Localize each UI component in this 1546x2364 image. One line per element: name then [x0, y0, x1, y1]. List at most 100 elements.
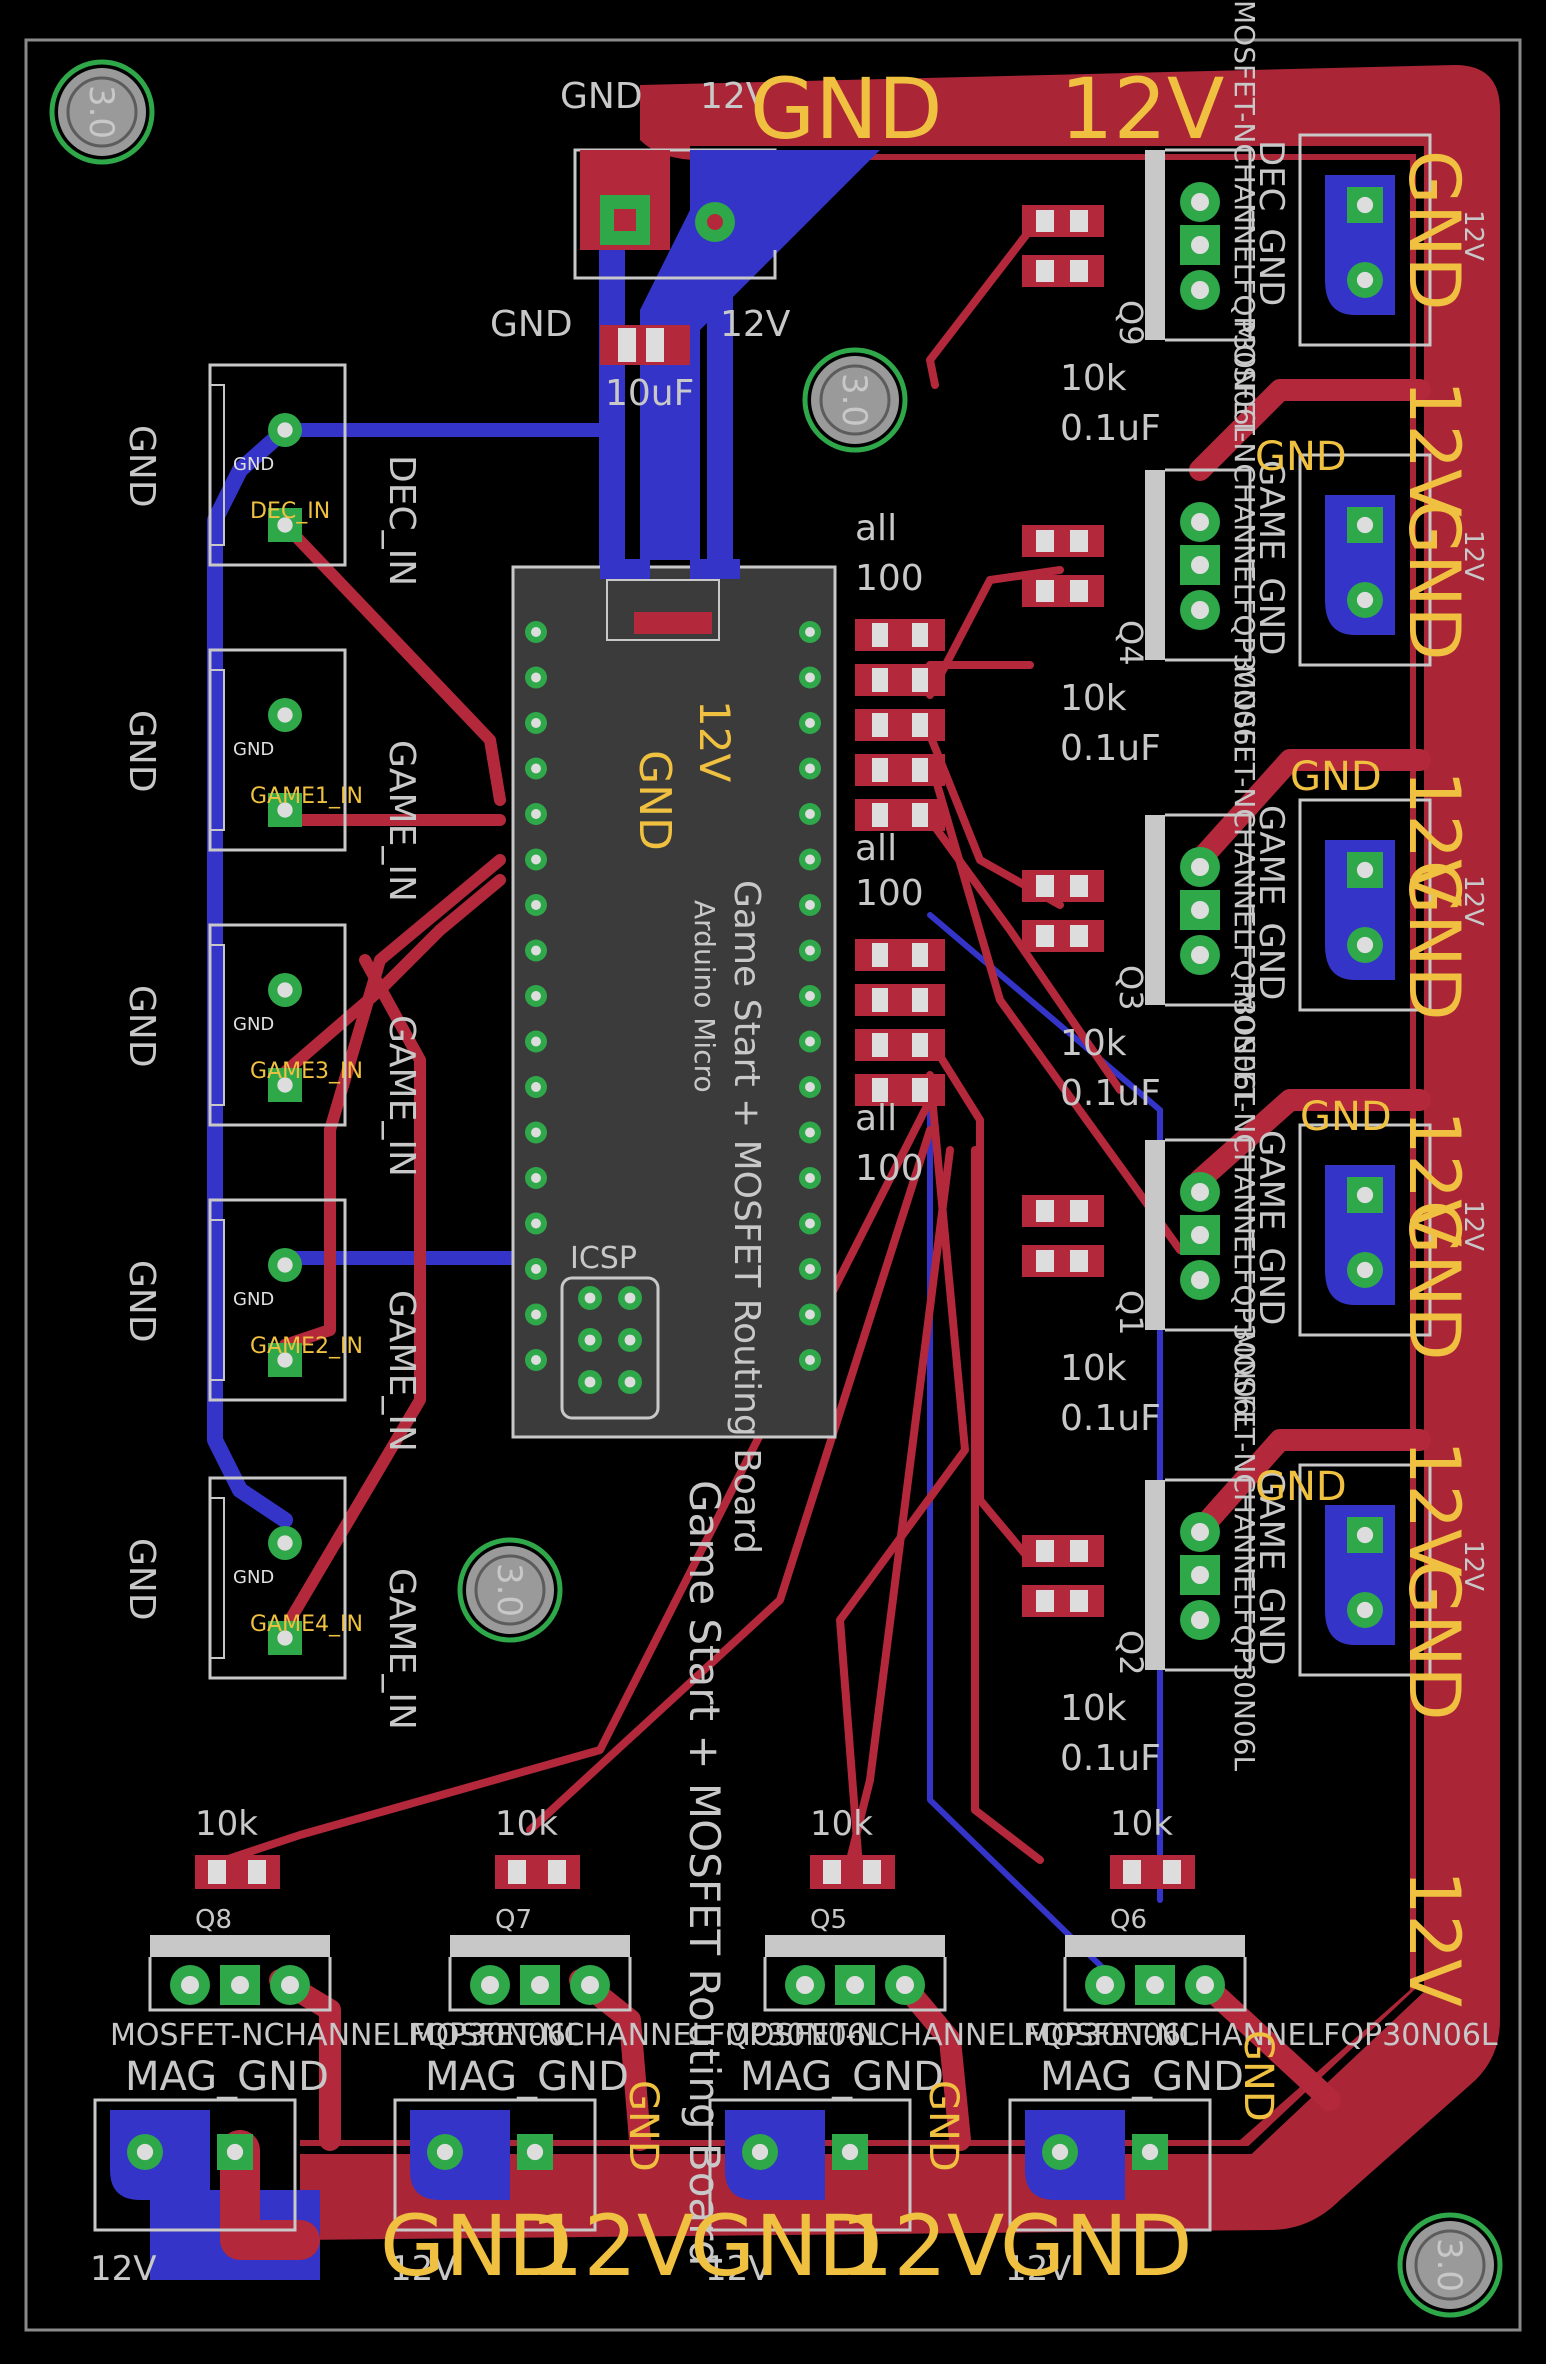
mosfet-output-label: GAME_GND	[1251, 1470, 1291, 1665]
arduino-12v-label: 12V	[690, 700, 739, 782]
board-outline	[24, 38, 1522, 2332]
drill	[581, 1976, 599, 1994]
drill	[1196, 1976, 1214, 1994]
mosfet-ref-label: Q5	[810, 1905, 847, 1935]
drill	[1191, 556, 1209, 574]
rail-label: 12V	[1393, 380, 1475, 517]
pour-bottom-label: GND	[690, 2197, 883, 2295]
drill	[531, 1036, 541, 1047]
drill	[1191, 901, 1209, 919]
mosfet-res-label: 10k	[1060, 358, 1127, 399]
drill	[805, 1082, 815, 1092]
pour-top-12v-label: 12V	[1060, 60, 1224, 158]
mosfet-res-label: 10k	[1060, 1348, 1127, 1389]
drill	[1191, 1566, 1209, 1584]
rail-label: 12V	[1393, 1440, 1475, 1577]
input-gnd-label: GND	[121, 985, 162, 1068]
svg-text:3.0: 3.0	[489, 1563, 529, 1617]
drill	[805, 1355, 815, 1365]
mosfet-part-label: MOSFET-NCHANNELFQP30N06L	[410, 2018, 883, 2053]
drill	[805, 1309, 815, 1320]
drill	[277, 802, 293, 818]
input-signal-label: GAME_IN	[381, 740, 422, 902]
mount-hole: 3.0	[802, 347, 908, 453]
resistor-group-value-label: 100	[855, 873, 924, 914]
drill	[1191, 601, 1209, 619]
mosfet-res-label: 10k	[1110, 1804, 1173, 1844]
board-title: Game Start + MOSFET Routing Board	[680, 1480, 729, 2266]
drill	[805, 854, 815, 865]
terminal-12v-label: 12V	[1458, 210, 1488, 261]
drill	[805, 945, 815, 956]
resistor	[855, 1074, 945, 1106]
drill	[531, 900, 541, 910]
right-mosfet-column: Q910k0.1uFDEC_GNDMOSFET-NCHANNELFQP30N06…	[1022, 0, 1488, 1779]
inlet-12v-label: 12V	[700, 76, 771, 117]
drill	[805, 763, 815, 774]
mosfet-part-label: MOSFET-NCHANNELFQP30N06L	[1228, 665, 1261, 1107]
drill	[805, 1036, 815, 1047]
drill	[805, 672, 815, 683]
drill	[805, 991, 815, 1001]
mosfet-Q2: Q210k0.1uFGAME_GNDMOSFET-NCHANNELFQP30N0…	[1022, 1330, 1488, 1779]
mag-12v-label: 12V	[390, 2249, 457, 2289]
svg-text:3.0: 3.0	[834, 373, 874, 427]
inlet-gnd-label: GND	[560, 76, 643, 117]
drill	[531, 1309, 541, 1320]
drill	[1051, 2143, 1069, 2161]
drill	[531, 854, 541, 865]
drill	[805, 627, 815, 637]
drill	[531, 1127, 541, 1138]
bottom-gnd-tag: GND	[1235, 2030, 1281, 2122]
drill	[624, 1334, 636, 1346]
rail-label: GND	[1393, 500, 1475, 661]
drill	[1141, 2143, 1159, 2161]
arduino-title-label: Game Start + MOSFET Routing Board	[726, 880, 767, 1554]
drill	[805, 1173, 815, 1183]
input-gnd-label: GND	[121, 1538, 162, 1621]
pour-top-gnd-label: GND	[750, 60, 943, 158]
mosfet-Q1: Q110k0.1uFGAME_GNDMOSFET-NCHANNELFQP30N0…	[1022, 990, 1488, 1439]
drill	[1191, 1226, 1209, 1244]
drill	[277, 707, 293, 723]
mosfet-output-label: GAME_GND	[1251, 1130, 1291, 1325]
drill	[231, 1976, 249, 1994]
drill	[1356, 516, 1374, 534]
mosfet-output-label: GAME_GND	[1251, 805, 1291, 1000]
arduino-sub-label: Arduino Micro	[688, 900, 721, 1093]
capacitor-10uf: GND 12V 10uF	[490, 304, 791, 414]
mag-12v-label: 12V	[1005, 2249, 1072, 2289]
rail-label: 12V	[1393, 1110, 1475, 1247]
arduino-micro: ICSP 12V GND Game Start + MOSFET Routing…	[511, 559, 837, 1554]
drill	[841, 2143, 859, 2161]
pour-bottom-label: 12V	[840, 2197, 1004, 2295]
icsp-label: ICSP	[570, 1241, 637, 1276]
drill	[805, 1127, 815, 1138]
svg-text:3.0: 3.0	[81, 85, 121, 139]
drill	[846, 1976, 864, 1994]
mosfet-res-label: 10k	[495, 1804, 558, 1844]
drill	[1356, 271, 1374, 289]
input-signal-label: GAME_IN	[381, 1015, 422, 1177]
drill	[584, 1334, 596, 1346]
drill	[1191, 1183, 1209, 1201]
mosfet-part-label: MOSFET-NCHANNELFQP30N06L	[1025, 2018, 1498, 2053]
drill	[1356, 1261, 1374, 1279]
drill	[805, 809, 815, 819]
drill	[805, 1218, 815, 1229]
drill	[277, 982, 293, 998]
drill	[1356, 1526, 1374, 1544]
drill	[531, 991, 541, 1001]
drill	[1191, 193, 1209, 211]
drill	[531, 627, 541, 637]
input-trace-label: GAME1_IN	[250, 784, 363, 809]
mosfet-res-label: 10k	[1060, 678, 1127, 719]
terminal-12v-label: 12V	[1458, 1200, 1488, 1251]
drill	[624, 1376, 636, 1388]
rail-label: 12V	[1393, 770, 1475, 907]
mosfet-part-label: MOSFET-NCHANNELFQP30N06L	[1228, 1330, 1261, 1772]
drill	[531, 672, 541, 683]
drill	[1191, 513, 1209, 531]
mag-12v-label: 12V	[705, 2249, 772, 2289]
